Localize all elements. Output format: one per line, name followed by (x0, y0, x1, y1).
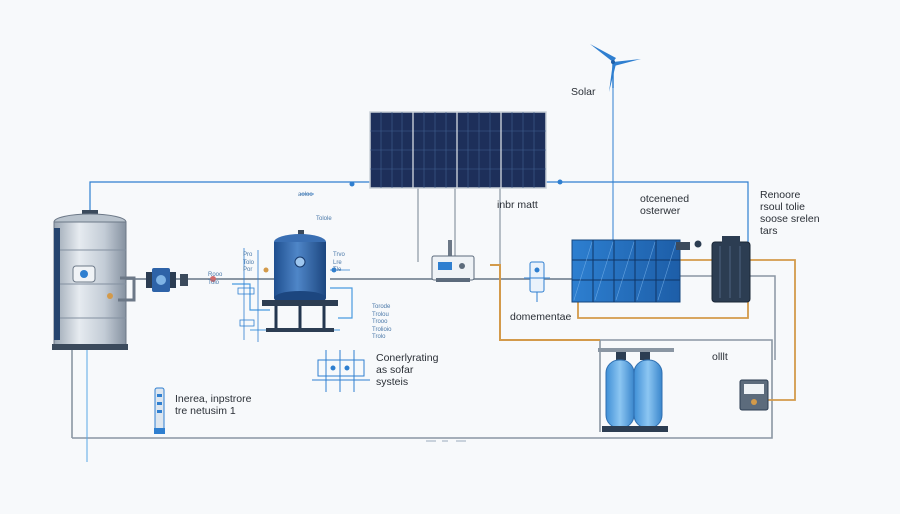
storage-cabinet-icon (711, 236, 751, 303)
well-gauge-icon (154, 387, 165, 434)
pipe-vessel-loop-left (232, 283, 270, 311)
label-conerlyrating: Conerlyrating as sofar systeis (376, 352, 439, 389)
heat-exchanger-icon (571, 239, 702, 303)
label-olllt: olllt (712, 351, 728, 363)
gauge-cluster-left (237, 248, 259, 342)
schematic-frame-icon (312, 350, 370, 392)
small-label-left-a: Pro Tolo Por (243, 252, 255, 273)
pipe-top-right (560, 181, 749, 250)
small-label-left-b: Rooo Tolo (208, 272, 223, 286)
treatment-vessel-icon (262, 230, 338, 332)
pipe-orange-2 (577, 296, 749, 319)
label-domementae: domementae (510, 311, 572, 323)
wind-turbine-icon (590, 44, 641, 92)
small-label-right-b: Torode Trolou Trooo Trolioio Trolo (372, 304, 392, 340)
label-otcenened: otcenened osterwer (640, 193, 690, 218)
storage-tank-icon (52, 210, 136, 350)
pipe-orange-1 (490, 264, 600, 341)
pipe-bottom-frame (72, 339, 773, 439)
label-renoore: Renoore rsoul tolie soose srelen tars (760, 189, 820, 238)
label-inbr-matt: inbr matt (497, 199, 538, 211)
small-label-top-a: aoloo (298, 192, 313, 198)
label-inerea: Inerea, inpstrore tre netusim 1 (175, 393, 252, 418)
sensor-icon (524, 261, 550, 302)
label-solar: Solar (571, 86, 596, 98)
small-label-right-a: Trvo Lre Tle (333, 252, 345, 273)
solar-panel-icon (349, 111, 563, 189)
controller-icon (431, 240, 475, 282)
control-box-icon (739, 379, 769, 411)
filter-cylinder-icon (598, 348, 674, 432)
small-label-top-b: Tolole (316, 216, 332, 222)
pump-icon (146, 268, 216, 292)
pipe-vessel-loop-right (330, 287, 353, 319)
